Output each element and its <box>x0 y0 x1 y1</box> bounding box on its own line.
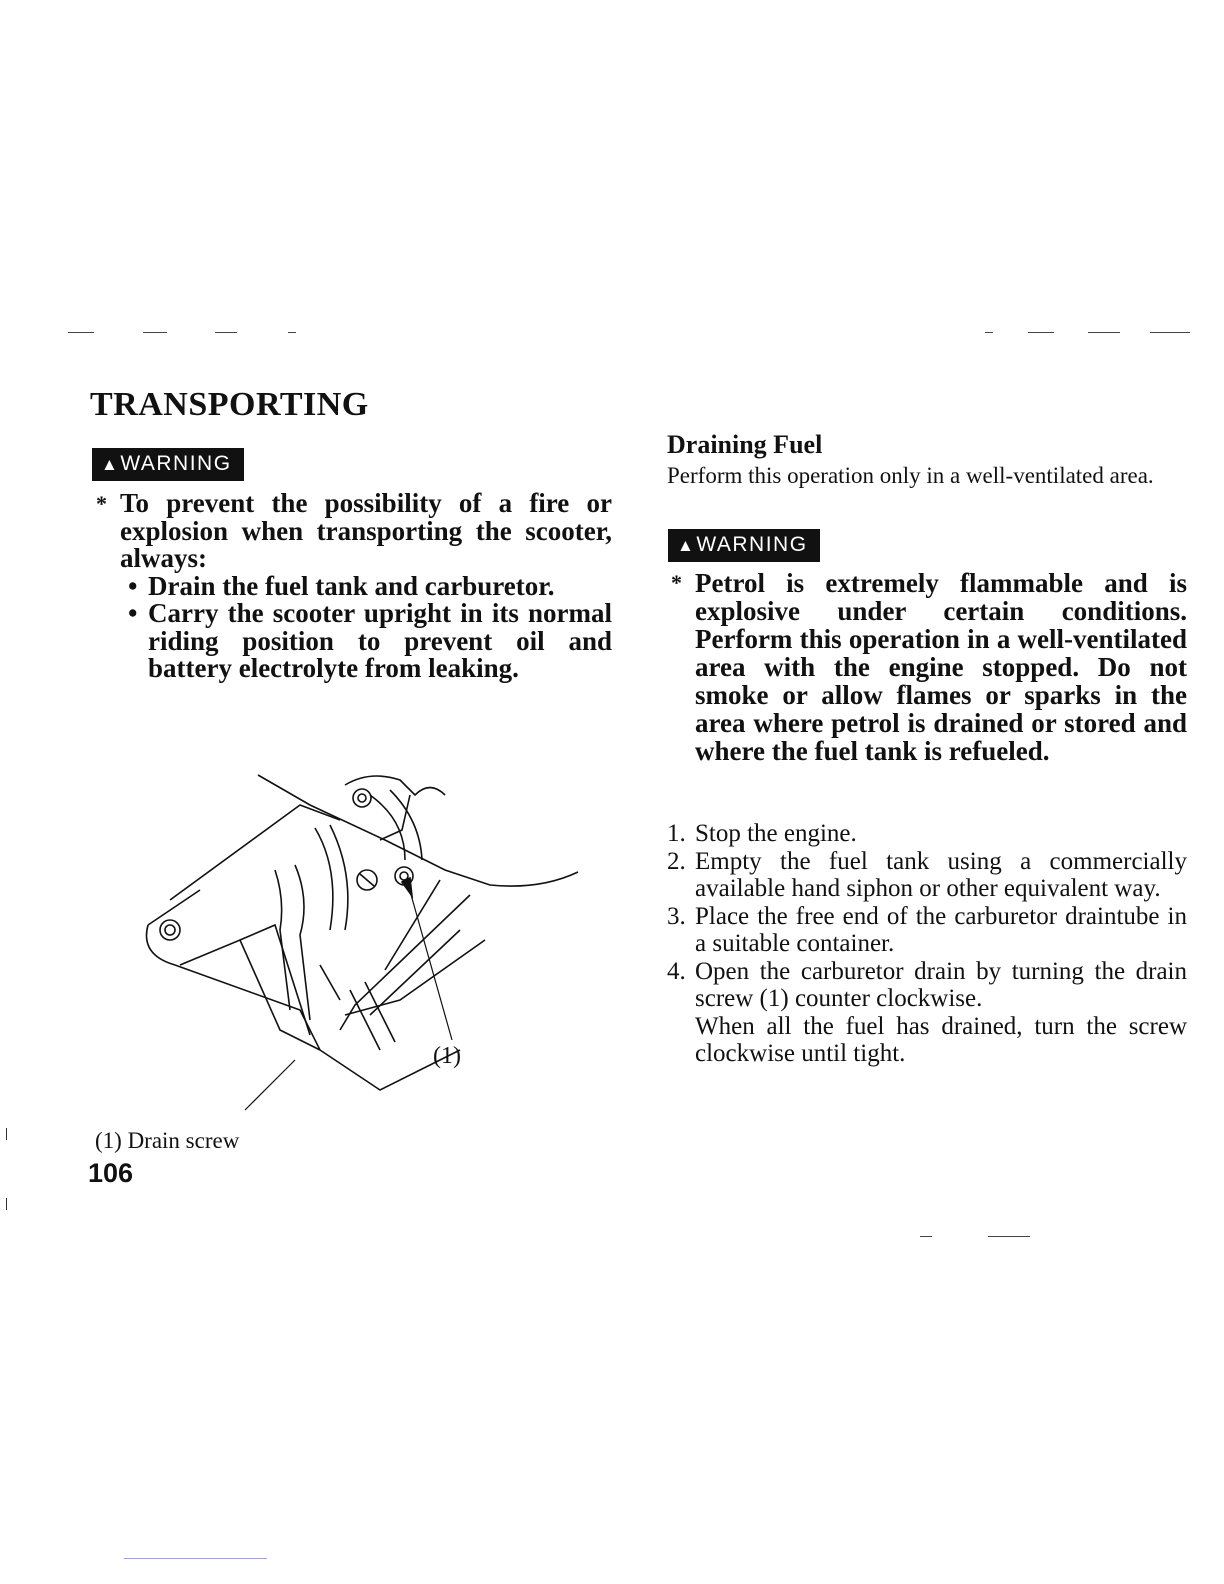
step-text: Stop the engine. <box>695 820 857 847</box>
scan-mark <box>1088 332 1120 333</box>
warning-label: WARNING <box>696 533 808 556</box>
section-title: Draining Fuel <box>667 430 823 459</box>
warning-triangle-icon: ▲ <box>677 536 696 555</box>
step-item: 4. Open the carburetor drain by turning t… <box>667 958 1187 1068</box>
draining-steps: 1. Stop the engine. 2. Empty the fuel tank… <box>667 820 1187 1068</box>
warning-badge: ▲WARNING <box>92 448 244 481</box>
fuel-warning-text: Petrol is extremely flammable and is exp… <box>695 568 1187 766</box>
scan-mark <box>920 1236 932 1237</box>
figure-callout-label: (1) <box>433 1043 461 1069</box>
scan-mark <box>1150 332 1190 333</box>
scan-mark <box>985 332 993 333</box>
scan-mark <box>6 1128 7 1140</box>
warning-badge: ▲WARNING <box>668 529 820 562</box>
drain-screw-diagram <box>145 774 579 1111</box>
warning-label: WARNING <box>120 452 232 475</box>
step-number: 3. <box>667 902 686 930</box>
figure-caption: (1) Drain screw <box>95 1128 240 1153</box>
page-title: TRANSPORTING <box>90 386 369 423</box>
transport-warning-item: Drain the fuel tank and carburetor. <box>148 570 555 601</box>
step-item: 3. Place the free end of the carburetor d… <box>667 903 1187 958</box>
step-item: 2. Empty the fuel tank using a commercial… <box>667 848 1187 903</box>
transport-warning-item: Carry the scooter upright in its normal … <box>148 598 612 683</box>
asterisk-bullet-icon: * <box>96 491 107 516</box>
scan-mark <box>68 332 94 333</box>
transport-warning: * To prevent the possibility of a fire o… <box>96 488 612 683</box>
scan-mark <box>143 332 167 333</box>
step-text: Open the carburetor drain by turning the… <box>695 957 1187 1013</box>
warning-triangle-icon: ▲ <box>101 455 120 474</box>
scan-mark <box>124 1558 267 1559</box>
transport-warning-text: To prevent the possibility of a fire or … <box>120 488 612 573</box>
step-number: 4. <box>667 957 686 985</box>
scan-mark <box>6 1198 7 1210</box>
step-text: Empty the fuel tank using a commercially… <box>695 847 1187 903</box>
bullet-icon: • <box>128 598 138 628</box>
section-intro: Perform this operation only in a well-ve… <box>667 463 1154 488</box>
bullet-icon: • <box>128 570 138 601</box>
step-item: 1. Stop the engine. <box>667 820 1187 848</box>
step-note: When all the fuel has drained, turn the … <box>695 1012 1187 1068</box>
scan-mark <box>1028 332 1054 333</box>
scan-mark <box>988 1236 1030 1237</box>
step-text: Place the free end of the carburetor dra… <box>695 902 1187 958</box>
step-number: 2. <box>667 847 686 875</box>
page-number: 106 <box>88 1158 134 1188</box>
asterisk-bullet-icon: * <box>671 570 682 595</box>
scan-mark <box>215 332 237 333</box>
fuel-warning: * Petrol is extremely flammable and is e… <box>671 568 1187 766</box>
scan-mark <box>288 332 296 333</box>
step-number: 1. <box>667 820 686 847</box>
